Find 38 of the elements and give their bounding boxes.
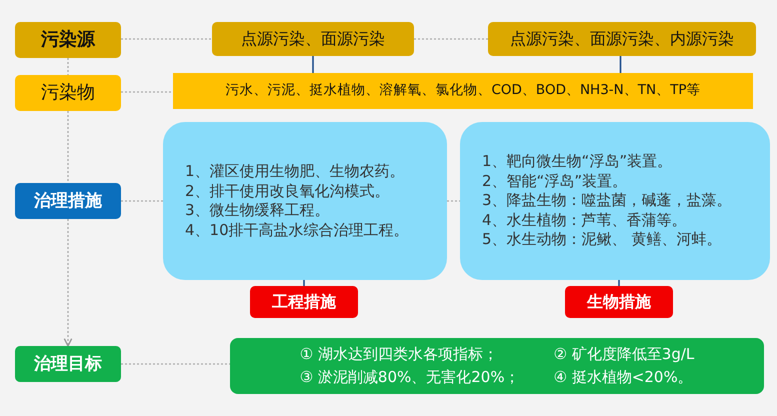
source-box: 点源污染、面源污染	[212, 22, 414, 56]
connector-line	[121, 363, 230, 365]
connector-line	[447, 200, 460, 202]
measure-item: 1、靶向微生物“浮岛”装置。	[482, 152, 672, 172]
row-label: 污染物	[15, 75, 121, 111]
measure-item: 4、水生植物：芦苇、香蒲等。	[482, 210, 687, 230]
arrow	[64, 219, 72, 347]
goal-item: ① 湖水达到四类水各项指标；	[300, 344, 499, 364]
connector-line	[121, 200, 163, 202]
measure-item: 2、智能“浮岛”装置。	[482, 172, 628, 192]
connector-line	[67, 111, 69, 183]
category-tag: 工程措施	[250, 286, 358, 318]
goal-panel	[230, 338, 764, 394]
measures-panel	[163, 122, 447, 280]
row-label: 治理目标	[15, 346, 121, 382]
connector-line	[303, 280, 305, 286]
measure-item: 1、灌区使用生物肥、生物农药。	[185, 162, 405, 182]
measure-item: 3、降盐生物：噬盐菌，碱蓬，盐藻。	[482, 191, 732, 211]
measure-item: 5、水生动物：泥鳅、 黄鳝、河蚌。	[482, 230, 722, 250]
connector-line	[620, 56, 622, 73]
measure-item: 4、10排干高盐水综合治理工程。	[185, 220, 409, 240]
connector-line	[67, 58, 69, 75]
measure-item: 3、微生物缓释工程。	[185, 201, 330, 220]
category-tag: 生物措施	[565, 286, 673, 318]
connector-line	[414, 38, 488, 40]
goal-item: ③ 淤泥削减80%、无害化20%；	[300, 368, 520, 388]
row-label: 治理措施	[15, 183, 121, 219]
connector-line	[618, 280, 620, 286]
connector-line	[312, 56, 314, 73]
connector-line	[121, 38, 212, 40]
goal-item: ② 矿化度降低至3g/L	[554, 344, 694, 364]
measure-item: 2、排干使用改良氧化沟模式。	[185, 182, 390, 201]
goal-item: ④ 挺水植物<20%。	[554, 368, 694, 388]
row-label: 污染源	[15, 22, 121, 58]
measures-panel	[460, 122, 770, 280]
pollutant-bar: 污水、污泥、挺水植物、溶解氧、氯化物、COD、BOD、NH3-N、TN、TP等	[173, 73, 753, 109]
connector-line	[121, 91, 173, 93]
source-box: 点源污染、面源污染、内源污染	[488, 22, 756, 56]
